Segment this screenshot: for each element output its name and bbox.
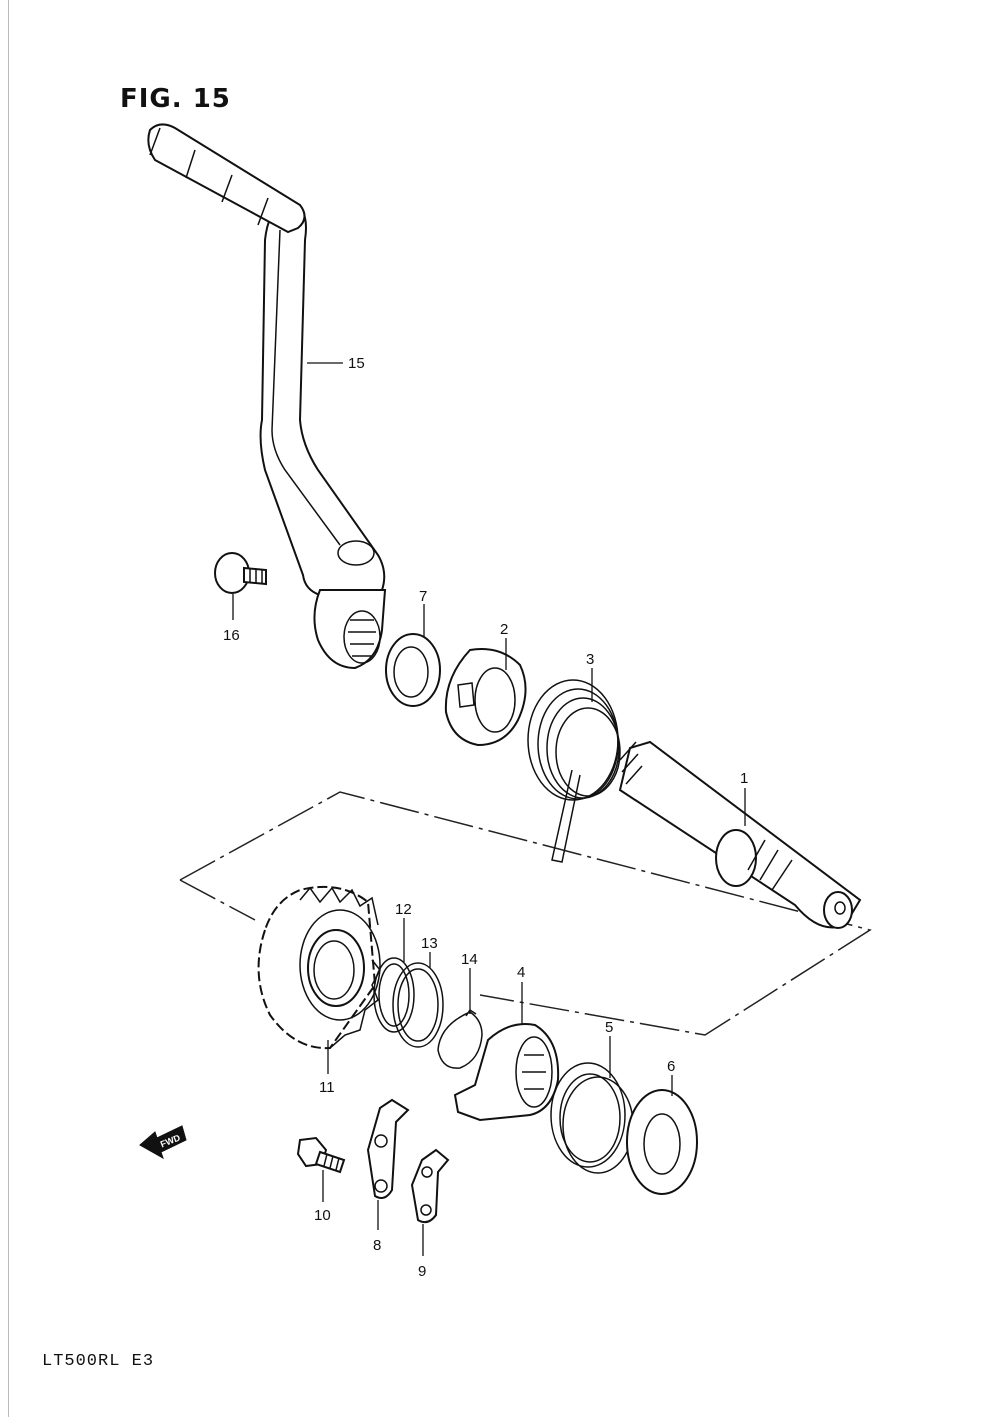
callout-label: 10	[314, 1207, 331, 1224]
washer-part-12	[373, 957, 415, 1033]
bolt-part-16	[214, 552, 267, 594]
assembly-outline	[179, 791, 872, 1036]
page-edge-line	[8, 0, 9, 1417]
callout-label: 13	[421, 935, 438, 952]
callout-label: 2	[500, 621, 508, 638]
callout-label: 6	[667, 1058, 675, 1075]
model-code: LT500RL E3	[42, 1352, 155, 1371]
callout-label: 9	[418, 1263, 426, 1280]
callout-label: 11	[319, 1079, 335, 1096]
circlip-part-13	[392, 962, 444, 1048]
plate-part-9	[410, 1148, 450, 1224]
bolt-part-10	[296, 1136, 346, 1174]
callout-label: 8	[373, 1237, 381, 1254]
circlip-part-14	[437, 1008, 483, 1069]
callout-label: 16	[223, 627, 240, 644]
kick-lever-part	[147, 123, 387, 670]
callout-label: 1	[740, 770, 748, 787]
kick-spring-part	[527, 679, 621, 863]
callout-label: 15	[348, 355, 365, 372]
ratchet-part	[453, 1023, 560, 1122]
washer-part-6	[626, 1089, 698, 1195]
forward-arrow-icon: FWD	[139, 1125, 187, 1160]
callout-label: 14	[461, 951, 478, 968]
kick-shaft-part	[618, 740, 862, 929]
guide-part	[444, 648, 527, 747]
callout-label: 4	[517, 964, 525, 981]
drive-gear-part	[257, 885, 381, 1050]
oil-seal-part	[385, 633, 441, 707]
callout-label: 3	[586, 651, 594, 668]
callout-label: 7	[419, 588, 427, 605]
spring-part-5	[550, 1062, 634, 1174]
callout-label: 5	[605, 1019, 613, 1036]
figure-title: FIG. 15	[120, 84, 231, 114]
callout-label: 12	[395, 901, 412, 918]
plate-part-8	[366, 1098, 410, 1199]
